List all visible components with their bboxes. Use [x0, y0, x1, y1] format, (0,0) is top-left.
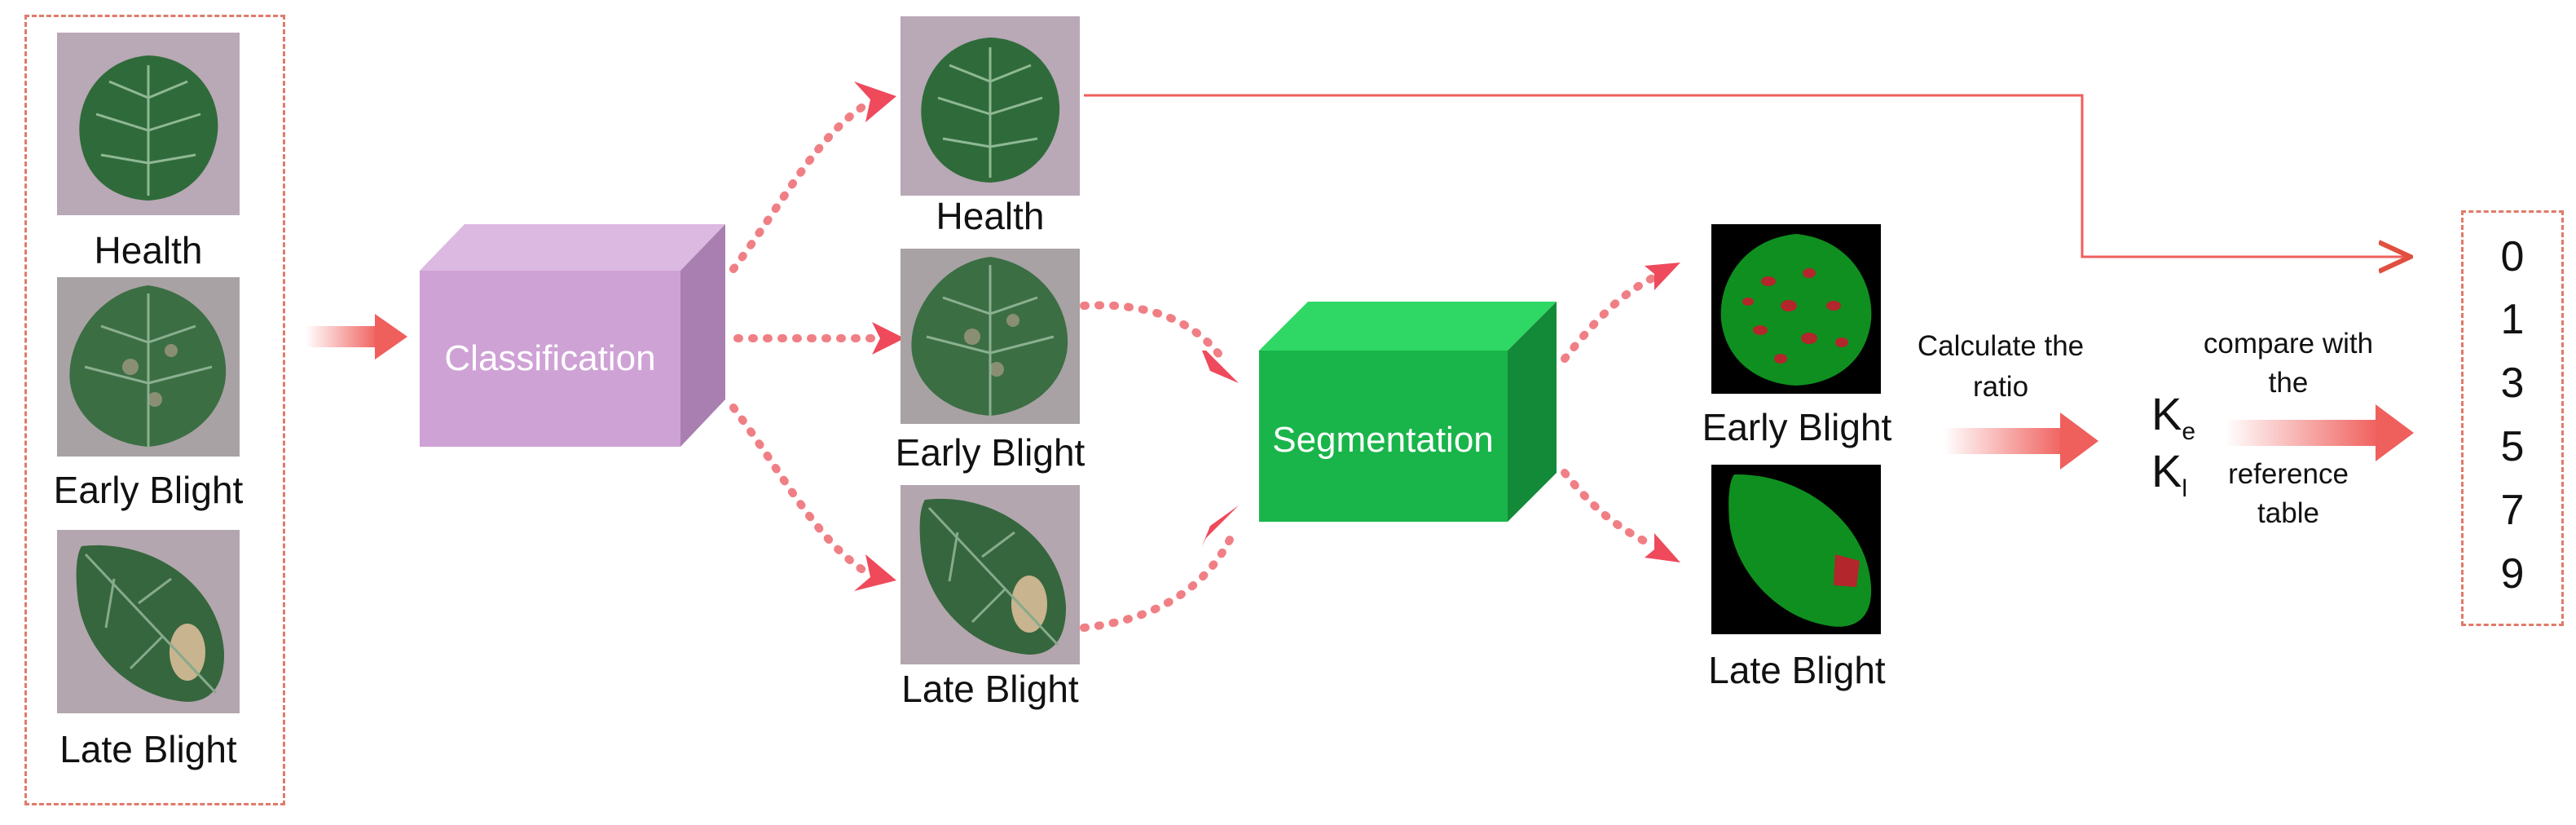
classified-label-late-blight: Late Blight [901, 668, 1079, 710]
segmented-early-blight-image [1711, 224, 1881, 394]
input-leaf-late-blight-image [57, 530, 240, 713]
input-images-frame [24, 15, 285, 805]
segmented-label-late-blight: Late Blight [1708, 649, 1886, 691]
arrow-compare [2225, 404, 2414, 461]
input-leaf-health-image [57, 33, 240, 215]
arrow-calculate-ratio [1944, 412, 2098, 470]
compare-text-line-4: table [2257, 497, 2319, 529]
input-label-late-blight: Late Blight [59, 728, 237, 770]
health-bypass-line [1084, 94, 2408, 257]
classified-leaf-early-blight-image [900, 249, 1080, 424]
segmentation-box [1259, 302, 1557, 522]
grade-9: 9 [2500, 550, 2525, 598]
grade-3: 3 [2500, 360, 2525, 407]
input-label-health: Health [94, 229, 203, 271]
compare-text-line-2: the [2268, 367, 2309, 399]
k-l-symbol: Kl [2151, 445, 2188, 503]
grade-7: 7 [2500, 487, 2525, 534]
grade-5: 5 [2500, 423, 2525, 470]
classification-box [420, 224, 725, 447]
input-leaf-early-blight-image [57, 277, 240, 457]
grade-1: 1 [2500, 296, 2525, 343]
dotted-arrows-classification [729, 102, 1658, 632]
compare-text-line-1: compare with [2203, 328, 2374, 360]
classified-leaf-health-image [900, 16, 1080, 196]
segmented-label-early-blight: Early Blight [1702, 406, 1892, 448]
classified-leaf-late-blight-image [900, 485, 1080, 664]
arrow-input-to-classification [306, 314, 407, 360]
input-label-early-blight: Early Blight [53, 469, 244, 511]
grade-scale-frame [2461, 210, 2564, 626]
classified-label-health: Health [936, 195, 1045, 237]
calc-text-line-1: Calculate the [1917, 330, 2085, 362]
segmentation-label: Segmentation [1272, 420, 1494, 460]
segmented-late-blight-image [1711, 465, 1881, 634]
dotted-arrow-heads [854, 82, 1680, 591]
calc-text-line-2: ratio [1972, 371, 2029, 403]
classification-label: Classification [444, 338, 656, 378]
classified-label-early-blight: Early Blight [895, 431, 1085, 474]
grade-0: 0 [2500, 233, 2525, 280]
k-e-symbol: Ke [2151, 388, 2196, 446]
compare-text-line-3: reference [2228, 458, 2349, 490]
